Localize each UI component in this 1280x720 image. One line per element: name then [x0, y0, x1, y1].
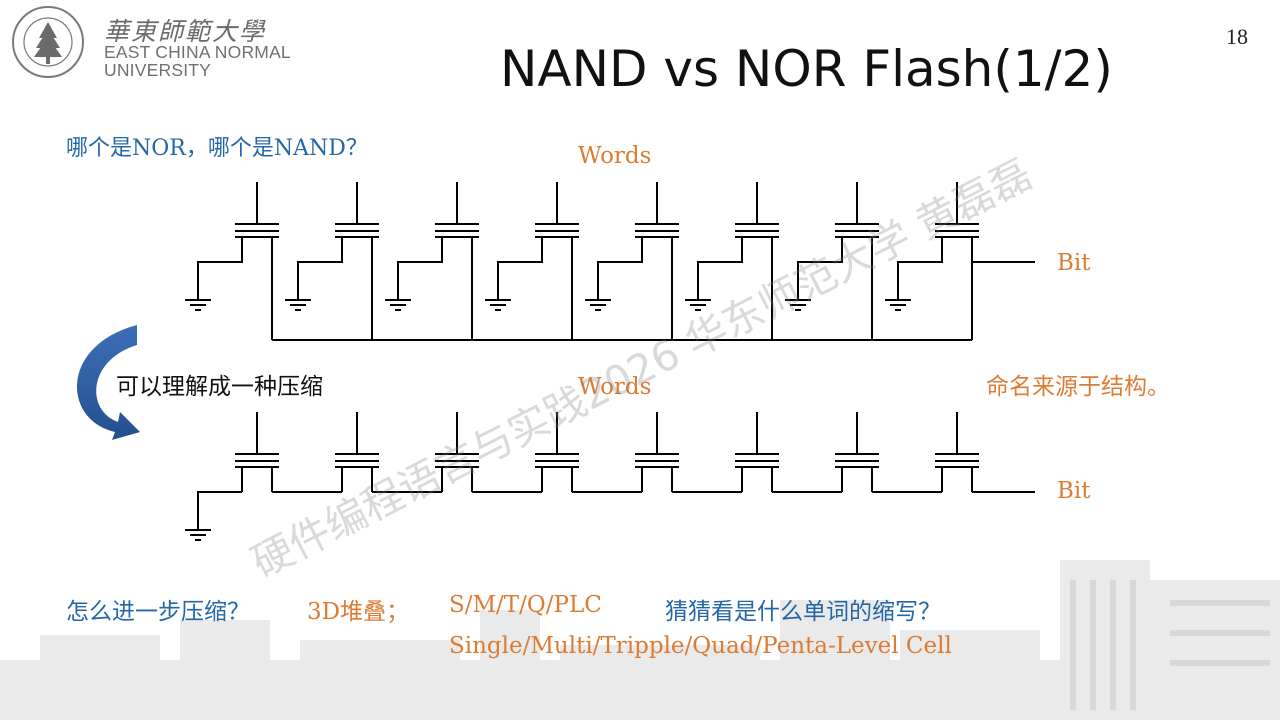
- cell-levels-text: S/M/T/Q/PLC: [449, 592, 602, 618]
- source-wire: [897, 237, 943, 300]
- nand-words-label: Words: [578, 374, 652, 400]
- source-wire: [697, 237, 743, 300]
- nor-circuit: [185, 182, 1035, 341]
- naming-note: 命名来源于结构。: [986, 374, 1170, 400]
- logo-english-name-line2: UNIVERSITY: [104, 60, 212, 80]
- source-wire: [197, 237, 243, 300]
- nor-words-label: Words: [578, 143, 652, 169]
- ground-wire: [197, 491, 242, 530]
- source-wire: [497, 237, 543, 300]
- source-wire: [597, 237, 643, 300]
- source-wire: [797, 237, 843, 300]
- campus-skyline-background: [0, 560, 1280, 720]
- guess-prompt-text: 猜猜看是什么单词的缩写？: [665, 599, 941, 625]
- page-number: 18: [1226, 24, 1248, 49]
- further-compression-question: 怎么进一步压缩？: [66, 599, 250, 625]
- university-logo: 華東師範大學 EAST CHINA NORMAL UNIVERSITY: [8, 4, 308, 82]
- source-wire: [297, 237, 343, 300]
- nand-bit-label: Bit: [1057, 478, 1091, 504]
- slide-title: NAND vs NOR Flash(1/2): [500, 40, 1113, 98]
- question-text: 哪个是NOR，哪个是NAND？: [66, 136, 368, 161]
- nor-bit-label: Bit: [1057, 250, 1091, 276]
- cell-levels-expansion: Single/Multi/Tripple/Quad/Penta-Level Ce…: [449, 633, 952, 659]
- stacking-text: 3D堆叠；: [307, 599, 410, 625]
- university-seal-icon: [12, 6, 84, 78]
- curved-arrow-icon: [76, 325, 140, 440]
- compression-note: 可以理解成一种压缩: [116, 374, 323, 400]
- logo-chinese-name: 華東師範大學: [104, 17, 267, 46]
- nand-circuit: [185, 412, 1035, 541]
- logo-english-name-line1: EAST CHINA NORMAL: [104, 42, 291, 62]
- source-wire: [397, 237, 443, 300]
